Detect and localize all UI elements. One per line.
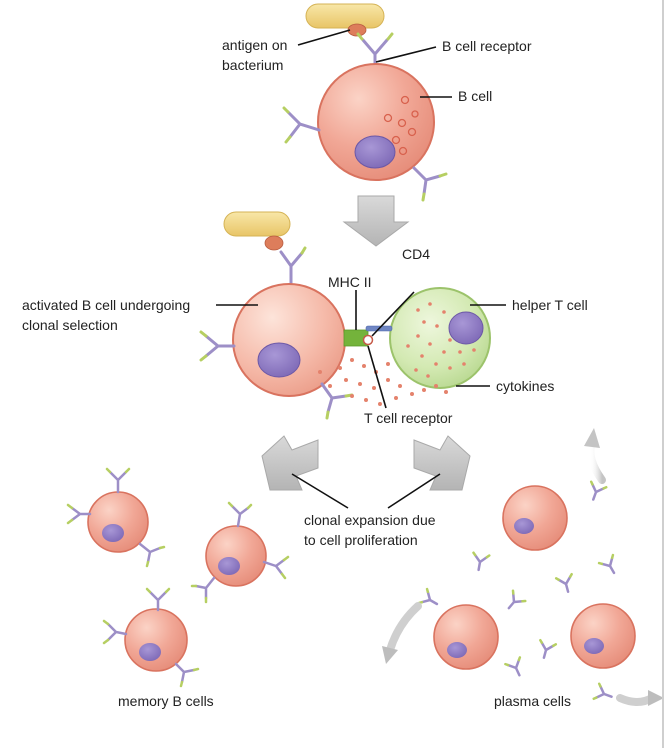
label-activated-line2: clonal selection bbox=[22, 317, 118, 333]
plasma-cell-2 bbox=[433, 604, 499, 670]
plasma-cell-3 bbox=[570, 603, 636, 669]
b-cell-receptor-middle bbox=[279, 246, 307, 288]
label-clonal-line1: clonal expansion due bbox=[304, 512, 436, 528]
curved-arrow-left bbox=[382, 602, 422, 664]
label-antigen-line1: antigen on bbox=[222, 37, 287, 53]
frame-border bbox=[662, 0, 664, 748]
curved-arrow-lower-right bbox=[616, 690, 664, 706]
label-plasma-cells: plasma cells bbox=[494, 693, 571, 709]
bacterium-middle bbox=[223, 211, 291, 237]
label-memory-b-cells: memory B cells bbox=[118, 693, 214, 709]
label-cd4: CD4 bbox=[402, 246, 430, 262]
down-arrow bbox=[342, 195, 410, 247]
label-b-cell: B cell bbox=[458, 88, 492, 104]
b-cell-top bbox=[317, 63, 435, 181]
curved-arrow-upper-right bbox=[584, 428, 606, 484]
label-clonal-line2: to cell proliferation bbox=[304, 532, 418, 548]
plasma-cell-1 bbox=[502, 485, 568, 551]
free-antibodies bbox=[417, 480, 616, 701]
label-b-cell-receptor: B cell receptor bbox=[442, 38, 532, 54]
memory-cell-2 bbox=[205, 525, 267, 587]
label-t-cell-receptor: T cell receptor bbox=[364, 410, 453, 426]
label-helper-t-cell: helper T cell bbox=[512, 297, 588, 313]
label-cytokines: cytokines bbox=[496, 378, 554, 394]
arrow-to-memory-cells bbox=[261, 435, 319, 491]
label-activated-line1: activated B cell undergoing bbox=[22, 297, 190, 313]
leader-lines bbox=[216, 29, 506, 509]
antibodies-activated-cell bbox=[199, 330, 354, 420]
arrow-to-plasma-cells bbox=[413, 435, 471, 491]
label-mhc-ii: MHC II bbox=[328, 274, 372, 290]
activated-b-cell bbox=[232, 283, 346, 397]
memory-cell-receptors bbox=[66, 467, 290, 688]
helper-t-cell bbox=[389, 287, 491, 389]
label-antigen-line2: bacterium bbox=[222, 57, 283, 73]
memory-b-cells bbox=[66, 467, 290, 688]
bacterium-top bbox=[305, 3, 385, 29]
cytokine-dots bbox=[318, 358, 448, 406]
antigen-middle bbox=[264, 235, 284, 251]
antibodies-top-cell bbox=[282, 106, 448, 202]
plasma-cells bbox=[433, 485, 636, 670]
t-cell-receptor-shape bbox=[362, 325, 393, 346]
memory-cell-1 bbox=[87, 491, 149, 553]
memory-cell-3 bbox=[124, 608, 188, 672]
